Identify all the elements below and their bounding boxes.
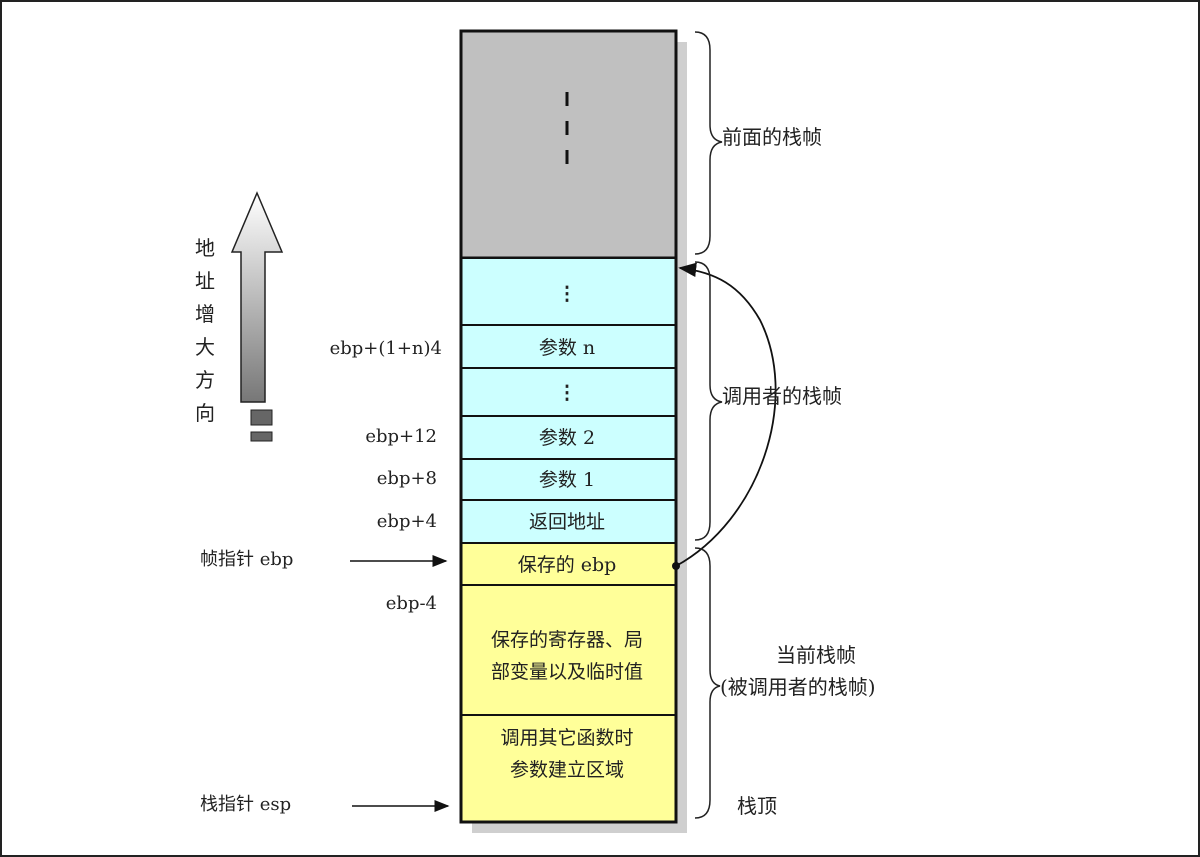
offset-label: ebp+12	[365, 426, 437, 447]
svg-text:大: 大	[195, 335, 215, 359]
cell-text: 参数 1	[539, 469, 595, 491]
previous-frame-brace	[694, 31, 723, 255]
svg-text:地: 地	[195, 236, 215, 260]
svg-text:方: 方	[195, 368, 215, 392]
cell-text: 参数 n	[539, 337, 595, 359]
cell-text: 保存的 ebp	[518, 554, 617, 576]
ebp-pointer-label: 帧指针 ebp	[200, 549, 293, 570]
cell-text: 参数建立区域	[510, 759, 624, 781]
offset-label: ebp-4	[386, 593, 437, 614]
offset-label: ebp+(1+n)4	[330, 338, 442, 359]
cell-text: ⋮	[558, 283, 577, 305]
esp-pointer-label: 栈指针 esp	[200, 794, 291, 815]
caller-frame-brace	[694, 261, 723, 541]
previous-frame-label: 前面的栈帧	[722, 125, 822, 149]
cell-text: 返回地址	[529, 511, 605, 533]
address-increase-arrow-icon	[230, 191, 284, 442]
cell-text: 参数 2	[539, 427, 595, 449]
current-frame-sublabel: (被调用者的栈帧)	[720, 675, 876, 699]
stack	[459, 29, 678, 824]
svg-text:址: 址	[195, 269, 215, 293]
svg-text:向: 向	[195, 401, 215, 425]
offset-label: ebp+4	[377, 511, 437, 532]
cell-text: ⋮	[558, 382, 577, 404]
svg-text:增: 增	[195, 302, 215, 326]
braces	[694, 31, 723, 819]
cell-text: 部变量以及临时值	[491, 661, 643, 683]
offset-label: ebp+8	[377, 468, 437, 489]
cell-labels: ⋮ 参数 n ⋮ 参数 2 参数 1 返回地址 保存的 ebp 保存的寄存器、局…	[491, 283, 643, 781]
address-direction-label: 地 址 增 大 方 向	[195, 236, 215, 425]
previous-frame-block	[459, 29, 678, 260]
stack-cell	[460, 257, 677, 326]
stack-cell	[460, 584, 677, 716]
cell-text: 调用其它函数时	[500, 727, 633, 749]
current-frame-label: 当前栈帧	[776, 643, 856, 667]
caller-frame-label: 调用者的栈帧	[722, 384, 842, 408]
cell-text: 保存的寄存器、局	[491, 629, 643, 651]
stack-top-label: 栈顶	[737, 794, 777, 818]
saved-ebp-link-arrow-icon	[675, 262, 777, 567]
offset-labels: ebp+(1+n)4 ebp+12 ebp+8 ebp+4 ebp-4	[330, 338, 442, 614]
current-frame-brace	[694, 547, 721, 819]
